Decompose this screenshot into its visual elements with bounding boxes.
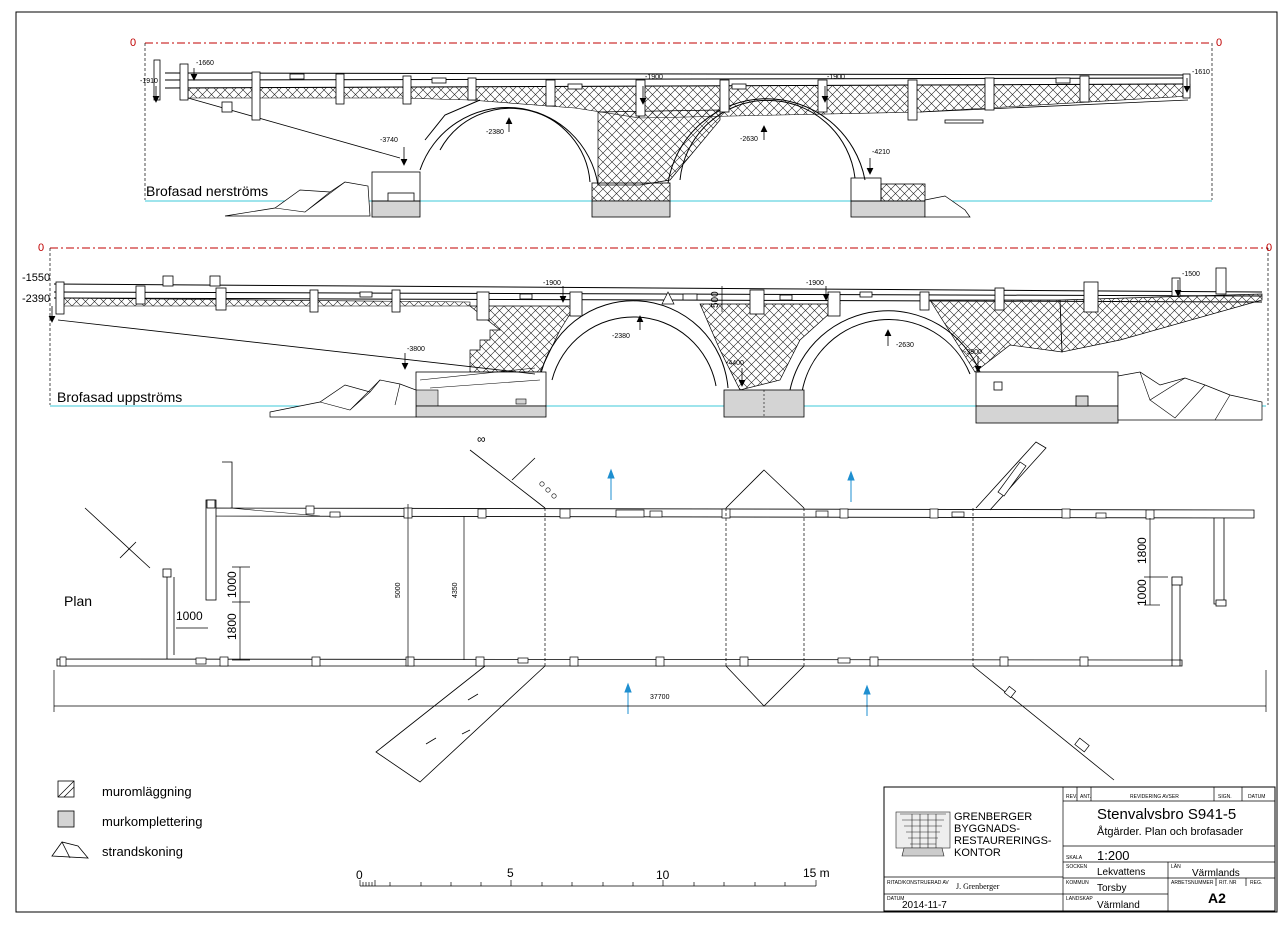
elevation-title: Brofasad uppströms	[57, 389, 182, 405]
tb-label: ARBETSNUMMER	[1171, 880, 1214, 886]
level-label: -1900	[645, 74, 663, 81]
legend-swatch-riprap	[51, 841, 89, 859]
level-label: -4210	[872, 149, 890, 156]
level-label: -1550	[22, 272, 50, 284]
legend-label: murkomplettering	[102, 814, 202, 829]
level-label: -2390	[22, 293, 50, 305]
level-label: -1900	[827, 74, 845, 81]
level-label: -1900	[806, 280, 824, 287]
scale-label: 15 m	[803, 866, 830, 880]
level-label: -1900	[543, 280, 561, 287]
flow-arrows	[607, 468, 871, 716]
parapet-height-dim: 500	[710, 291, 721, 308]
elevation-upstream: 0 0	[22, 242, 1272, 424]
tb-label: RITAD/KONSTRUERAD AV	[887, 880, 949, 886]
dim-label: 1000	[225, 571, 239, 598]
plan-view: ∞ 5000 4350 1800 1	[53, 432, 1267, 783]
tb-label: RIT. NR	[1219, 880, 1237, 886]
dim-label: 1800	[1135, 537, 1149, 564]
dim-label: 1800	[225, 613, 239, 640]
dim-label: 4350	[452, 582, 459, 598]
legend-label: muromläggning	[102, 784, 192, 799]
legend: muromläggning murkomplettering strandsko…	[51, 780, 202, 859]
tb-label: LÄN	[1171, 863, 1181, 870]
level-markers-upstream	[48, 280, 1182, 387]
kommun-value: Torsby	[1097, 883, 1126, 894]
landskap-value: Värmland	[1097, 900, 1140, 911]
office-name-line: KONTOR	[954, 847, 1001, 859]
zero-label-right: 0	[1216, 37, 1222, 49]
legend-swatch-grey	[57, 810, 75, 828]
dim-label: 1000	[176, 609, 203, 623]
scale-label: 5	[507, 866, 514, 880]
zero-label-left: 0	[38, 242, 44, 254]
sheet-border	[15, 11, 1278, 913]
level-label: -4400	[726, 360, 744, 367]
tb-header: REVIDERING AVSER	[1130, 794, 1179, 800]
dim-label: 37700	[650, 694, 670, 701]
level-label: -2630	[896, 342, 914, 349]
level-label: -2380	[486, 129, 504, 136]
tb-header: SIGN.	[1218, 794, 1232, 800]
drawing-title: Stenvalvsbro S941-5	[1097, 806, 1236, 823]
tb-label: SKALA	[1066, 855, 1083, 861]
tb-label: KOMMUN	[1066, 880, 1089, 886]
sheet-number: A2	[1208, 890, 1226, 906]
elevation-downstream: 0 0	[130, 37, 1222, 218]
scale-label: 0	[356, 868, 363, 882]
level-label: -1500	[1182, 271, 1200, 278]
socken-value: Lekvattens	[1097, 867, 1145, 878]
legend-label: strandskoning	[102, 844, 183, 859]
tb-header: DATUM	[1248, 794, 1265, 800]
level-label: -2380	[612, 333, 630, 340]
lan-value: Värmlands	[1192, 868, 1240, 879]
scale-value: 1:200	[1097, 848, 1130, 863]
level-label: -3900	[964, 349, 982, 356]
office-name-line: RESTAURERINGS-	[954, 835, 1052, 847]
office-name-line: BYGGNADS-	[954, 823, 1020, 835]
office-logo	[895, 811, 951, 857]
tb-label: LANDSKAP	[1066, 896, 1093, 902]
drawing-subtitle: Åtgärder. Plan och brofasader	[1097, 825, 1243, 838]
zero-label-right: 0	[1266, 242, 1272, 254]
dim-label: 1000	[1135, 579, 1149, 606]
plan-title: Plan	[64, 593, 92, 609]
title-block: GRENBERGER BYGGNADS- RESTAURERINGS- KONT…	[883, 786, 1276, 912]
tb-label: SOCKEN	[1066, 864, 1088, 870]
tb-label: REG.	[1250, 880, 1262, 886]
zero-label-left: 0	[130, 37, 136, 49]
tb-header: REV.	[1066, 794, 1077, 800]
level-label: -1660	[196, 60, 214, 67]
level-label: -3800	[407, 346, 425, 353]
office-name-line: GRENBERGER	[954, 811, 1032, 823]
infinity-symbol: ∞	[477, 432, 486, 446]
elevation-title: Brofasad nerströms	[146, 183, 268, 199]
level-label: -1910	[140, 78, 158, 85]
scale-bar: 0 5 10 15 m	[356, 866, 830, 887]
level-label: -1610	[1192, 69, 1210, 76]
tb-header: ANT.	[1080, 794, 1091, 800]
tb-label: DATUM	[887, 896, 904, 902]
level-label: -2630	[740, 136, 758, 143]
drawing-date: 2014-11-7	[902, 900, 947, 911]
level-label: -3740	[380, 137, 398, 144]
level-markers-downstream	[152, 68, 1191, 175]
drawn-by: J. Grenberger	[956, 882, 1000, 891]
dim-label: 5000	[395, 582, 402, 598]
scale-label: 10	[656, 868, 670, 882]
